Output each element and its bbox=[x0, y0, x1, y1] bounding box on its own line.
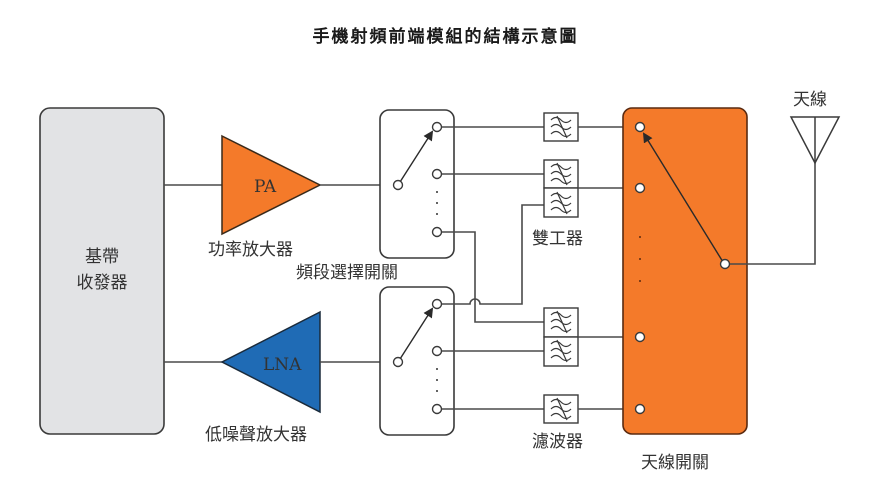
duplexer-2 bbox=[543, 307, 579, 367]
pa-text: PA bbox=[254, 177, 277, 197]
power-amplifier: PA 功率放大器 bbox=[208, 134, 322, 260]
antenna-icon bbox=[789, 116, 841, 165]
band-switch-label: 頻段選擇開關 bbox=[296, 263, 398, 283]
baseband-label-line2: 收發器 bbox=[77, 273, 128, 293]
filter-1 bbox=[543, 112, 579, 142]
duplexer-label: 雙工器 bbox=[532, 229, 583, 249]
lna-text: LNA bbox=[263, 355, 302, 375]
baseband-transceiver: 基帶 收發器 bbox=[39, 107, 165, 435]
switch-filter-wiring bbox=[442, 126, 544, 410]
low-noise-amplifier: LNA 低噪聲放大器 bbox=[205, 310, 321, 445]
lna-label: 低噪聲放大器 bbox=[205, 425, 307, 445]
antenna-label: 天線 bbox=[793, 90, 827, 110]
filter-label: 濾波器 bbox=[532, 432, 583, 452]
baseband-label-line1: 基帶 bbox=[85, 247, 119, 267]
duplexer-1 bbox=[543, 159, 579, 218]
antenna-switch-label: 天線開關 bbox=[641, 453, 709, 473]
filter-2 bbox=[543, 394, 579, 424]
wire-antenna bbox=[730, 163, 816, 265]
diagram-title: 手機射頻前端模組的結構示意圖 bbox=[312, 27, 579, 47]
pa-label: 功率放大器 bbox=[208, 240, 293, 260]
band-select-switch-rx bbox=[379, 286, 455, 436]
band-select-switch-tx bbox=[379, 109, 455, 259]
antenna-switch bbox=[622, 107, 748, 435]
